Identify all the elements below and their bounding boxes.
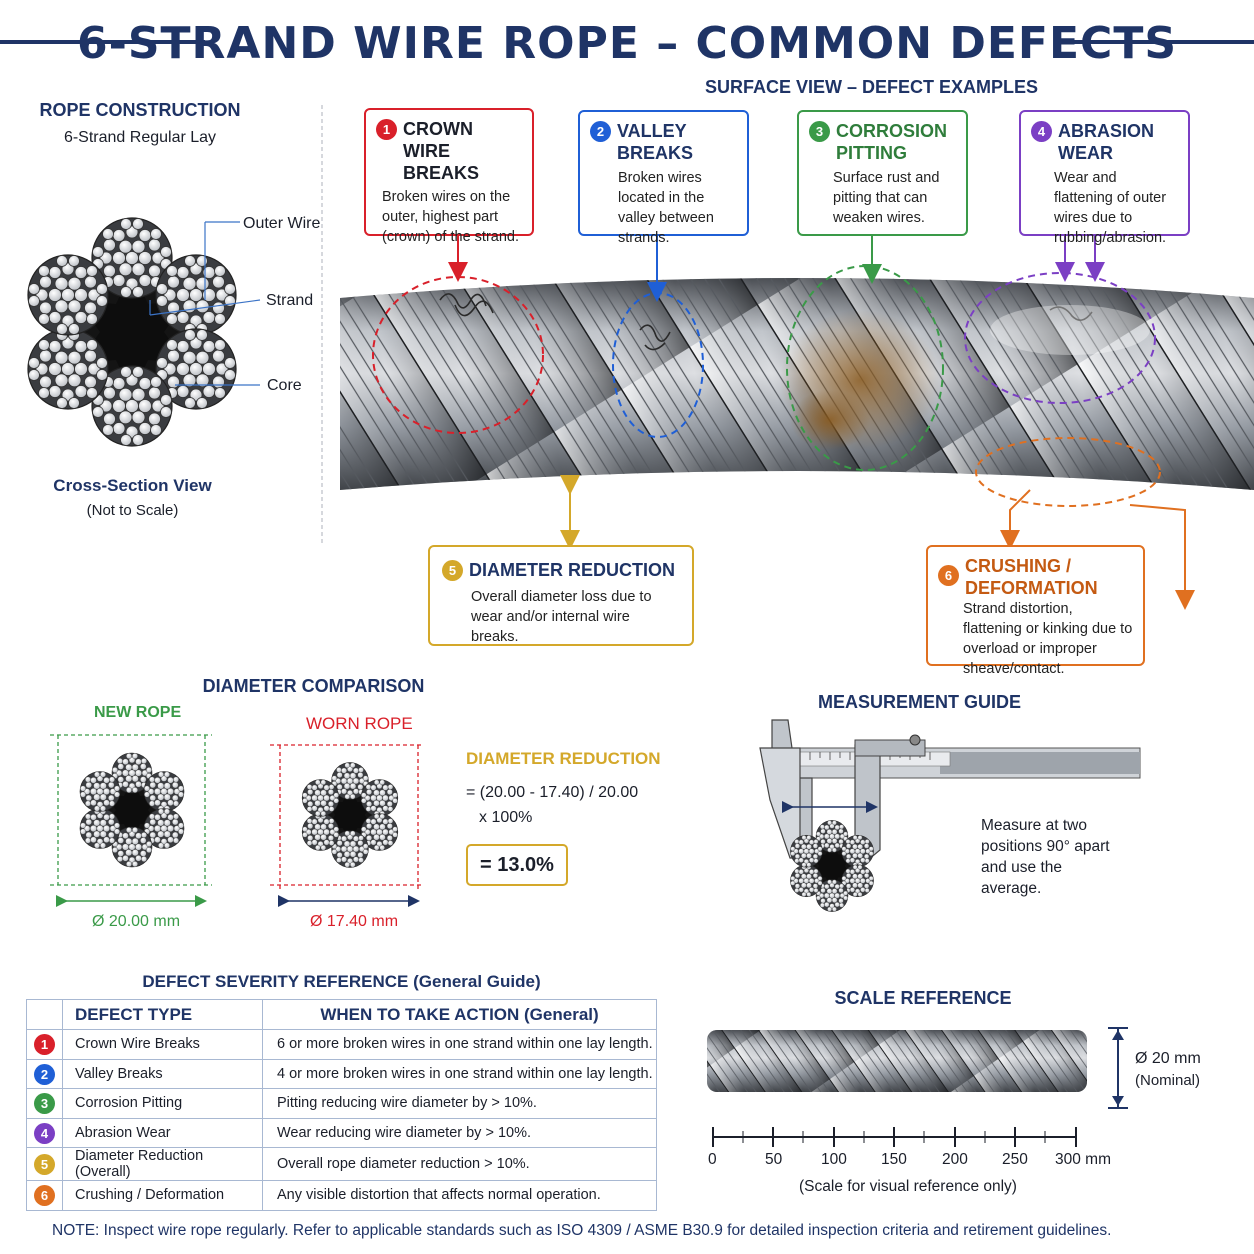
severity-header-type: DEFECT TYPE (62, 999, 263, 1030)
reduction-formula-line2: x 100% (479, 809, 533, 826)
defect-box-1: 1 CROWN WIRE BREAKS Broken wires on the o… (364, 108, 534, 245)
caliper-illustration (759, 719, 1141, 861)
severity-action-5: Overall rope diameter reduction > 10%. (262, 1147, 657, 1181)
defect-number-4: 4 (1031, 121, 1052, 142)
scale-caption: (Scale for visual reference only) (799, 1178, 1017, 1195)
defect-title-3: CORROSION PITTING (836, 121, 948, 163)
severity-action-3: Pitting reducing wire diameter by > 10%. (262, 1088, 657, 1119)
severity-action-1: 6 or more broken wires in one strand wit… (262, 1029, 657, 1060)
defect-title-4: ABRASION WEAR (1058, 121, 1155, 163)
severity-num-3: 3 (34, 1093, 55, 1115)
table-row: 1 Crown Wire Breaks 6 or more broken wir… (26, 1029, 657, 1060)
severity-table: DEFECT TYPE WHEN TO TAKE ACTION (General… (26, 999, 657, 1211)
defect-desc-4: Wear and flattening of outer wires due t… (1054, 170, 1167, 246)
worn-rope-diameter: Ø 17.40 mm (310, 913, 399, 930)
defect-title-6: CRUSHING / DEFORMATION (965, 556, 1098, 598)
scale-tick-250: 250 (1002, 1151, 1028, 1168)
defect-desc-5: Overall diameter loss due to wear and/or… (471, 589, 652, 645)
defect-desc-3: Surface rust and pitting that can weaken… (833, 170, 940, 226)
new-rope-diameter: Ø 20.00 mm (92, 913, 181, 930)
severity-type-5: Diameter Reduction (Overall) (62, 1147, 263, 1181)
severity-type-2: Valley Breaks (62, 1058, 263, 1089)
reduction-formula-line1: = (20.00 - 17.40) / 20.00 (466, 784, 639, 801)
table-row: 4 Abrasion Wear Wear reducing wire diame… (26, 1117, 657, 1148)
label-strand: Strand (266, 292, 314, 309)
defect-box-5: 5 DIAMETER REDUCTION Overall diameter los… (428, 545, 694, 646)
construction-subtitle: 6-Strand Regular Lay (63, 129, 217, 146)
severity-title: DEFECT SEVERITY REFERENCE (General Guide… (142, 972, 541, 991)
footer-note: NOTE: Inspect wire rope regularly. Refer… (52, 1222, 1112, 1239)
cross-section-caption-sub: (Not to Scale) (86, 502, 179, 519)
severity-header-num (26, 999, 63, 1030)
scale-diameter: Ø 20 mm (1135, 1050, 1201, 1067)
scale-reference-title: SCALE REFERENCE (834, 988, 1012, 1008)
severity-type-1: Crown Wire Breaks (62, 1029, 263, 1060)
defect-desc-6: Strand distortion, flattening or kinking… (963, 601, 1133, 677)
table-row: 5 Diameter Reduction (Overall) Overall r… (26, 1147, 657, 1181)
defect-number-2: 2 (590, 121, 611, 142)
defect-desc-1: Broken wires on the outer, highest part … (382, 189, 519, 245)
table-row: 3 Corrosion Pitting Pitting reducing wir… (26, 1088, 657, 1119)
defect-number-3: 3 (809, 121, 830, 142)
construction-title: ROPE CONSTRUCTION (39, 100, 241, 120)
surface-view-title: SURFACE VIEW – DEFECT EXAMPLES (705, 77, 1039, 97)
table-row: 6 Crushing / Deformation Any visible dis… (26, 1180, 657, 1211)
severity-num-6: 6 (34, 1185, 55, 1207)
defect-title-5: DIAMETER REDUCTION (469, 560, 675, 580)
scale-nominal: (Nominal) (1135, 1072, 1201, 1089)
new-rope-label: NEW ROPE (94, 704, 182, 721)
worn-rope-label: WORN ROPE (306, 714, 413, 733)
reduction-title: DIAMETER REDUCTION (466, 749, 661, 768)
severity-type-3: Corrosion Pitting (62, 1088, 263, 1119)
scale-tick-100: 100 (821, 1151, 847, 1168)
defect-number-1: 1 (376, 119, 397, 140)
defect-box-4: 4 ABRASION WEAR Wear and flattening of ou… (1019, 110, 1190, 246)
defect-desc-2: Broken wires located in the valley betwe… (618, 170, 714, 246)
scale-tick-50: 50 (765, 1151, 783, 1168)
severity-header-action: WHEN TO TAKE ACTION (General) (262, 999, 657, 1030)
defect-box-2: 2 VALLEY BREAKS Broken wires located in t… (578, 110, 749, 246)
defect-number-5: 5 (442, 560, 463, 581)
reduction-result: = 13.0% (466, 844, 568, 886)
severity-type-4: Abrasion Wear (62, 1117, 263, 1148)
scale-rope-image (707, 1030, 1087, 1092)
table-row: 2 Valley Breaks 4 or more broken wires i… (26, 1058, 657, 1089)
severity-action-4: Wear reducing wire diameter by > 10%. (262, 1117, 657, 1148)
defect-box-3: 3 CORROSION PITTING Surface rust and pitt… (797, 110, 968, 236)
measurement-note: Measure at two positions 90° apart and u… (981, 817, 1110, 897)
diameter-comparison-title: DIAMETER COMPARISON (202, 676, 425, 696)
label-outer-wire: Outer Wire (243, 215, 321, 232)
severity-type-6: Crushing / Deformation (62, 1180, 263, 1211)
scale-tick-150: 150 (881, 1151, 907, 1168)
scale-tick-200: 200 (942, 1151, 968, 1168)
surface-rope-image (340, 278, 1254, 490)
severity-num-5: 5 (34, 1154, 55, 1175)
cross-section-caption: Cross-Section View (53, 476, 212, 495)
severity-num-2: 2 (34, 1063, 55, 1085)
scale-tick-300: 300 mm (1055, 1151, 1111, 1168)
defect-title-2: VALLEY BREAKS (617, 121, 694, 163)
severity-num-1: 1 (34, 1034, 55, 1056)
page-title: 6-STRAND WIRE ROPE – COMMON DEFECTS (76, 18, 1178, 69)
severity-action-2: 4 or more broken wires in one strand wit… (262, 1058, 657, 1089)
defect-box-6: 6 CRUSHING / DEFORMATION Strand distortio… (926, 545, 1145, 677)
measurement-guide-title: MEASUREMENT GUIDE (817, 692, 1021, 712)
defect-number-6: 6 (938, 565, 959, 586)
label-core: Core (267, 377, 302, 394)
severity-num-4: 4 (34, 1122, 55, 1144)
defect-title-1: CROWN WIRE BREAKS (403, 119, 480, 183)
severity-action-6: Any visible distortion that affects norm… (262, 1180, 657, 1211)
scale-tick-0: 0 (708, 1151, 717, 1168)
